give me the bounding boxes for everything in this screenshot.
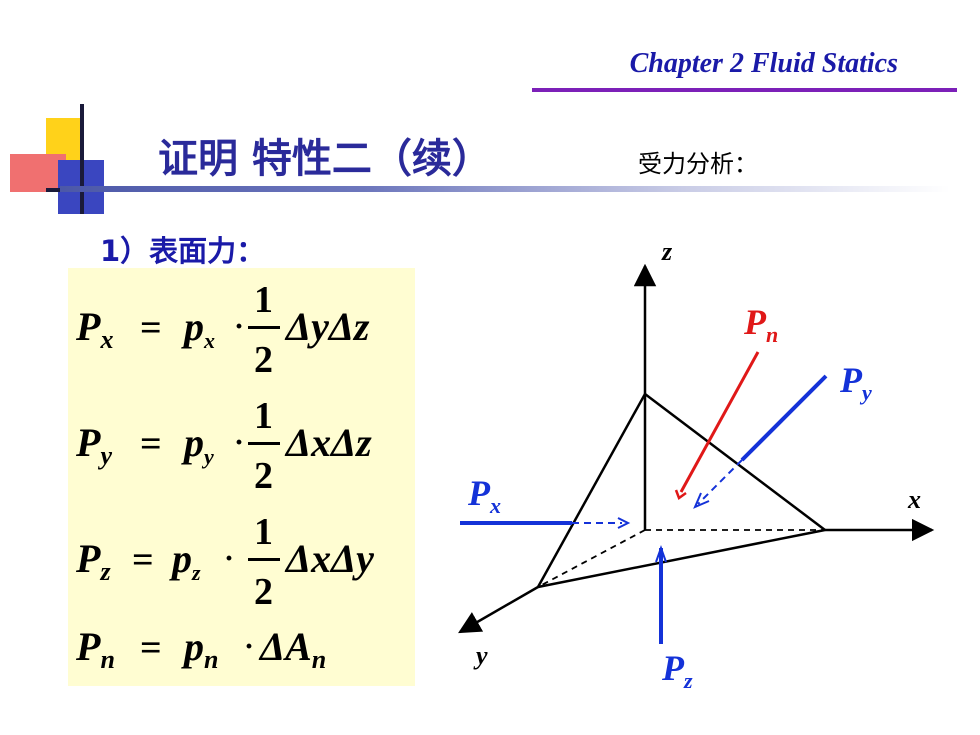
slide-subtitle: 受力分析： (638, 150, 758, 178)
svg-text:px: px (181, 304, 215, 353)
equals-sign: = (140, 423, 162, 465)
svg-text:pz: pz (169, 536, 201, 585)
y-axis-label: y (473, 641, 488, 670)
svg-text:·: · (224, 542, 234, 575)
section-label: 1）表面力： (100, 234, 266, 268)
y-axis (458, 585, 539, 634)
formula-pz: Pz = pz · 1 2 ΔxΔy (75, 511, 374, 613)
formula-tail: ΔxΔy (284, 536, 374, 581)
fraction-denominator: 2 (254, 339, 273, 381)
fraction-bar (248, 558, 280, 561)
svg-text:·: · (244, 630, 254, 663)
fraction-denominator: 2 (254, 455, 273, 497)
force-py-arrow-hidden (697, 459, 743, 505)
svg-text:·: · (234, 426, 244, 459)
force-pn-arrow (679, 351, 760, 493)
force-py-label: Py (839, 360, 872, 405)
force-px-label: Px (467, 473, 501, 518)
formula-set: Px = px · 1 2 ΔyΔz Py = py · 1 2 ΔxΔz Pz… (75, 279, 374, 674)
formula-py: Py = py · 1 2 ΔxΔz (75, 395, 372, 497)
deco-red-square (10, 154, 66, 192)
force-py-arrowhead (693, 492, 710, 509)
force-py-arrow (740, 374, 828, 462)
svg-text:Py: Py (75, 420, 112, 470)
force-pz-arrowhead (655, 545, 667, 563)
deco-yellow-square (46, 118, 84, 160)
force-pn-label: Pn (743, 302, 778, 347)
svg-text:Pz: Pz (75, 536, 111, 586)
formula-panel (68, 268, 415, 686)
deco-vertical-line (80, 104, 84, 214)
svg-text:·: · (234, 310, 244, 343)
edge-top-x (644, 393, 826, 531)
hidden-edge-y (537, 529, 646, 588)
title-decoration (10, 104, 126, 214)
svg-text:Px: Px (75, 304, 113, 354)
svg-text:Pn: Pn (75, 624, 115, 674)
edge-y-x (537, 528, 826, 589)
fraction-denominator: 2 (254, 571, 273, 613)
z-axis-label: z (661, 237, 673, 266)
fraction-bar (248, 326, 280, 329)
formula-tail: ΔxΔz (284, 420, 372, 465)
chapter-underline (532, 88, 957, 92)
chapter-heading: Chapter 2 Fluid Statics (629, 48, 898, 79)
fraction-bar (248, 442, 280, 445)
fraction-numerator: 1 (254, 279, 273, 321)
force-px-arrowhead (617, 517, 631, 529)
force-diagram: z x y Px Py Pz Pn (458, 237, 935, 693)
fraction-numerator: 1 (254, 511, 273, 553)
force-pz-label: Pz (661, 648, 693, 693)
force-pn-arrowhead (674, 489, 687, 500)
equals-sign: = (132, 539, 154, 581)
svg-text:ΔAn: ΔAn (258, 624, 326, 674)
svg-text:pn: pn (181, 624, 218, 674)
equals-sign: = (140, 627, 162, 669)
svg-text:py: py (181, 420, 214, 469)
edge-top-y (536, 393, 647, 588)
x-axis-label: x (907, 485, 921, 514)
formula-tail: ΔyΔz (284, 304, 370, 349)
slide-title: 证明 特性二（续） (158, 136, 492, 182)
formula-pn: Pn = pn · ΔAn (75, 624, 326, 674)
fraction-numerator: 1 (254, 395, 273, 437)
formula-px: Px = px · 1 2 ΔyΔz (75, 279, 370, 381)
title-underline (60, 186, 950, 192)
equals-sign: = (140, 307, 162, 349)
